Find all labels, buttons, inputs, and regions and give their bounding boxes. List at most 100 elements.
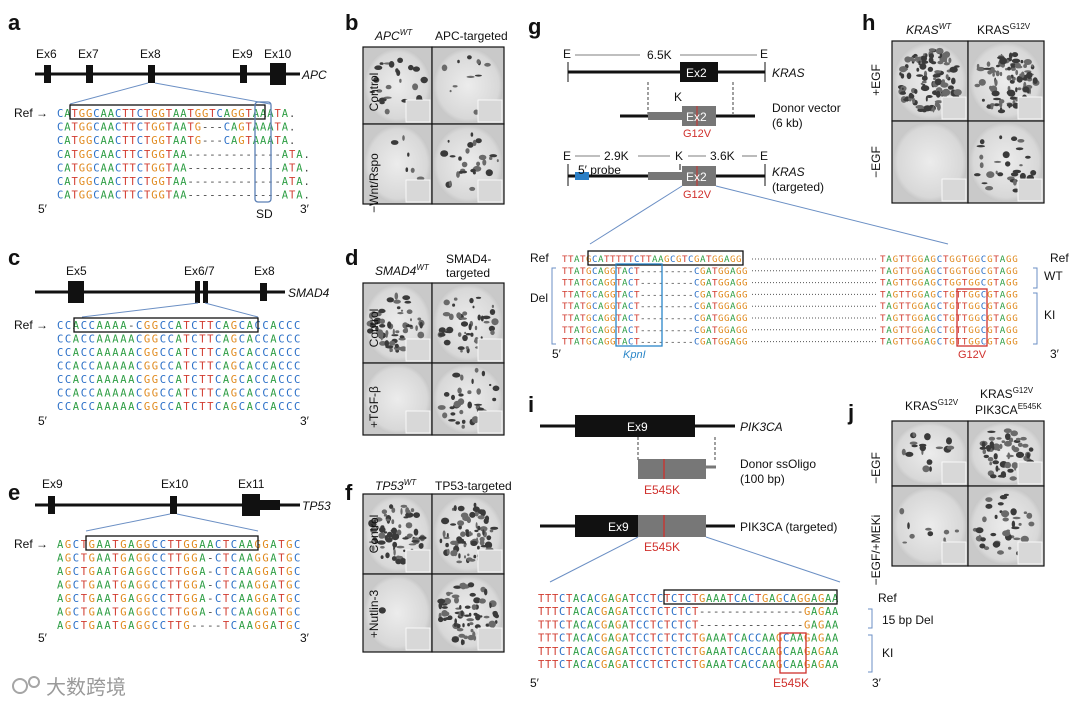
g-targeted-ex2: Ex2 [686,170,707,184]
d-col2-label-a: SMAD4- [446,252,491,266]
j-col2-label-b: PIK3CAE545K [975,402,1042,417]
g-del-label: Del [530,291,548,305]
b-col1-label: APCWT [374,28,413,43]
g-targeted-label: (targeted) [772,180,824,194]
g-gene-label: KRAS [772,66,805,80]
g-e-label-3: E [563,149,571,163]
j-dish-pik3ca-meki [967,485,1045,567]
g-seq-right-row: TAGTTGGAGCTGGTGGCGTAGG [880,266,1018,277]
c-5prime: 5′ [38,414,48,428]
i-3prime: 3′ [872,676,882,690]
a-guide-box [69,104,266,120]
g-ex2-label: Ex2 [686,66,707,80]
d-row2-label: +TGF-β [367,386,381,428]
g-dist-29k: 2.9K [604,149,629,163]
i-seq-row: TTTCTACACGAGATCCTCTCTCTGAAATCACTGAGCAGGA… [538,593,839,605]
a-ref-label: Ref [14,106,33,120]
g-seq-left-row: TTATGCAGGTACT---------CGATGGAGG [562,266,748,277]
organoid-images [362,40,1045,653]
e-3prime: 3′ [300,631,310,645]
g-dist-36k: 3.6K [710,149,735,163]
g-seq-left-row: TTATGCAGGTACT---------CGATGGAGG [562,289,748,300]
j-dish-g12v-noegf [891,420,969,487]
h-dish-wt-egf [891,40,969,122]
i-5prime: 5′ [530,676,540,690]
watermark: 大数跨境 [12,675,126,699]
watermark-text: 大数跨境 [46,675,126,699]
f-dish-targeted-control [431,493,505,575]
g-5prime: 5′ [552,347,562,361]
i-ref-label: Ref [878,591,897,605]
g-seq-right-row: TAGTTGGAGCTGTTGGCGTAGG [880,301,1018,312]
j-col2-label: KRASG12V [980,386,1034,401]
watermark-logo-icon [12,678,28,694]
j-row2-label: −EGF/+MEKi [869,515,883,586]
i-guide-box [663,589,838,605]
g-seq-right-row: TAGTTGGAGCTGGTGGCGTAGG [880,254,1018,265]
g-g12v-donor: G12V [683,128,712,140]
j-dish-pik3ca-noegf [967,420,1045,487]
a-exon-9: Ex9 [232,47,253,61]
c-guide-box [73,317,259,333]
f-dish-targeted-nutlin [431,573,505,653]
g-ki-label: KI [1044,308,1055,322]
d-dish-wt-control [362,282,433,364]
panel-label-g: g [528,14,541,39]
j-col1-label: KRASG12V [905,398,959,413]
i-ki-label: KI [882,646,893,660]
c-ref-arrow: → [36,318,48,332]
a-gene-label: APC [301,68,327,82]
i-seq-row: TTTCTACACGAGATCCTCTCTCTGAAATCACCAAGCAAGA… [538,646,839,658]
e-ref-arrow: → [36,537,48,551]
c-exon-6-7: Ex6/7 [184,264,215,278]
panel-g: Ex2 E E 6.5K KRAS Ex2 K G12V Donor vecto… [530,47,1069,361]
d-col1-label: SMAD4WT [375,263,430,278]
b-col2-label: APC-targeted [435,29,508,43]
h-dish-g12v-noegf [967,120,1045,204]
a-sequence-alignment: CATGGCAACTTCTGGTAATGGTCAGGTAAATA.CATGGCA… [57,108,310,202]
a-5prime: 5′ [38,202,48,216]
i-e545k-targeted: E545K [644,540,680,554]
panel-label-f: f [345,480,353,505]
g-seq-right-row: TAGTTGGAGCTGTTGGCGTAGG [880,289,1018,300]
b-dish-wt-control [362,46,433,125]
h-col1-label: KRASWT [906,22,952,37]
a-exon-6: Ex6 [36,47,57,61]
panel-label-e: e [8,480,20,505]
j-dish-g12v-meki [891,485,969,567]
f-row2-label: +Nutlin-3 [367,589,381,638]
b-dish-wt-wnt [362,123,433,205]
a-exon-8: Ex8 [140,47,161,61]
i-targeted-label: PIK3CA (targeted) [740,520,837,534]
a-seq-row: CATGGCAACTTCTGGTAA-------------ATA. [57,162,310,174]
b-row1-label: Control [367,73,381,112]
i-e545k-seq-label: E545K [773,676,809,690]
panel-a: Ex6 Ex7 Ex8 Ex9 Ex10 APC Ref → CATGGCAAC… [14,47,327,221]
h-row1-label: +EGF [869,64,883,96]
g-seq-right-row: TAGTTGGAGCTGTTGGCGTAGG [880,325,1018,336]
i-del-label: 15 bp Del [882,613,933,627]
b-dish-targeted-wnt [431,123,505,205]
a-seq-row: CATGGCAACTTCTGGTAA-------------ATA. [57,149,310,161]
f-col1-label: TP53WT [375,478,417,493]
g-seq-left-row: TTATGCAGGTACT---------CGATGGAGG [562,301,748,312]
e-exon-9: Ex9 [42,477,63,491]
i-gene-label: PIK3CA [740,420,783,434]
g-seq-left-row: TTATGCAGGTACT---------CGATGGAGG [562,278,748,289]
g-k-targeted: K [675,149,683,163]
i-seq-row: TTTCTACACGAGATCCTCTCTCT---------------GA… [538,619,839,631]
g-k-donor: K [674,90,682,104]
panel-label-i: i [528,392,534,417]
